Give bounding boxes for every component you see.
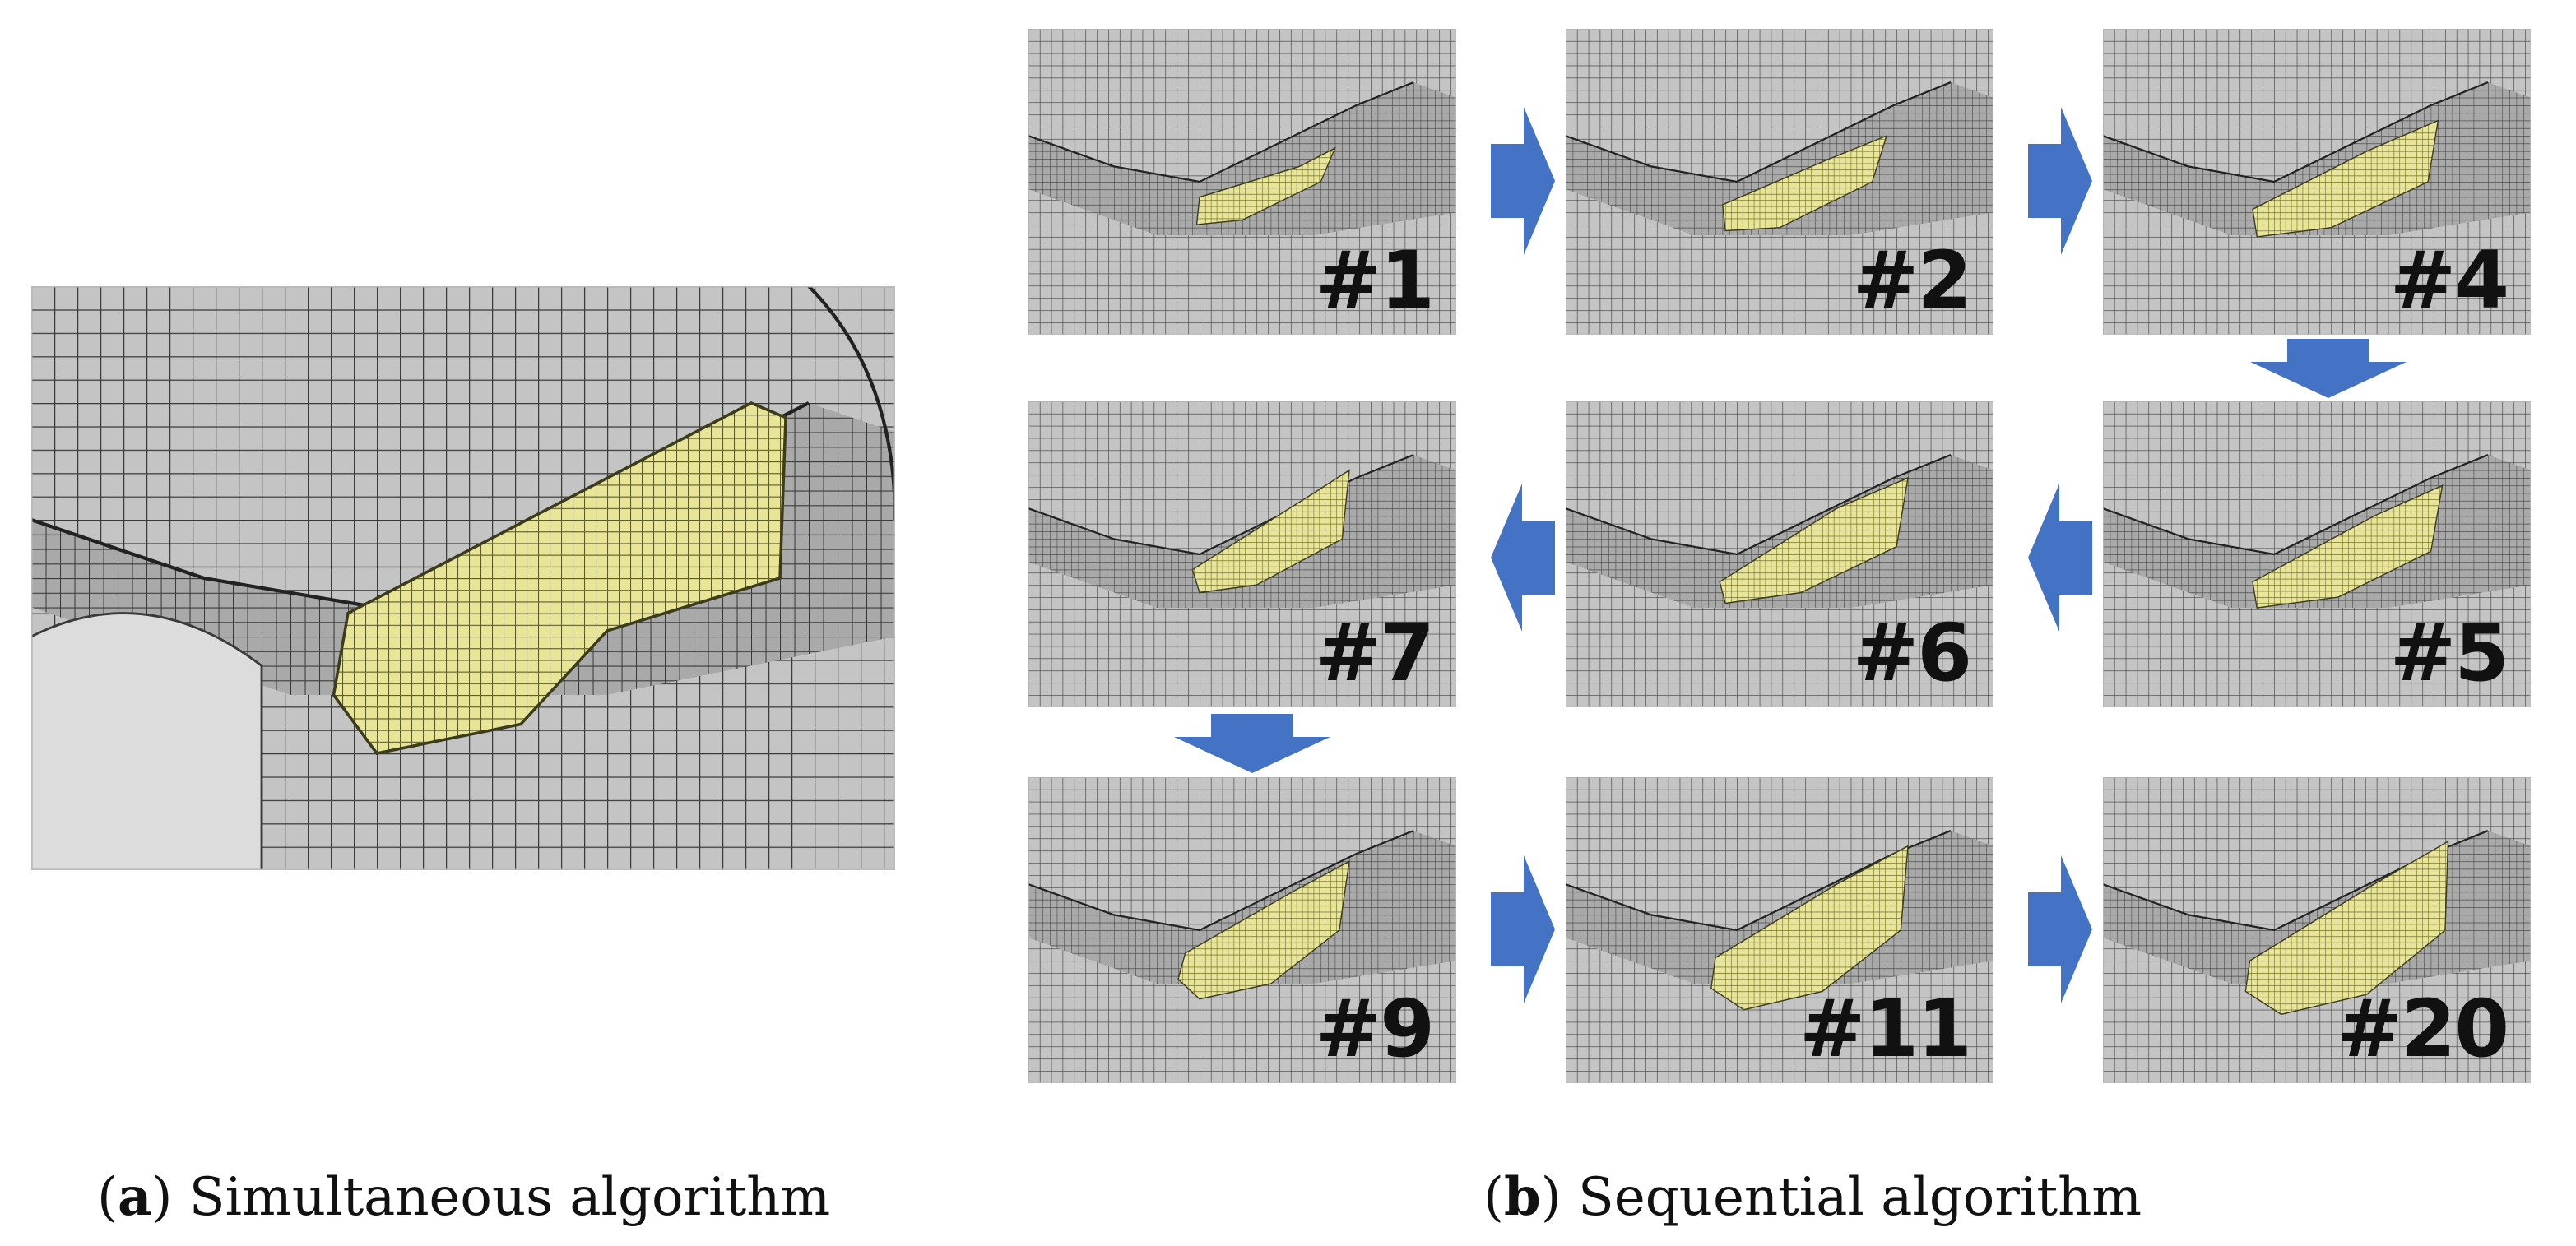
- step-label: #7: [1315, 607, 1435, 699]
- arrow-right-icon: [1491, 107, 1555, 255]
- step-label: #1: [1315, 234, 1435, 327]
- step-label: #11: [1799, 983, 1972, 1075]
- step-tile: #9: [1028, 777, 1456, 1083]
- step-tile: #5: [2103, 401, 2531, 707]
- arrow-down-icon: [2250, 339, 2407, 398]
- step-label: #20: [2336, 983, 2509, 1075]
- panel-a: [31, 286, 895, 870]
- mesh-illustration: [2103, 29, 2531, 335]
- mesh-illustration: [31, 286, 895, 870]
- step-label: #6: [1852, 607, 1972, 699]
- caption-letter: a: [117, 1166, 152, 1228]
- caption-text: Simultaneous algorithm: [188, 1167, 831, 1228]
- arrow-left-icon: [2028, 484, 2092, 632]
- mesh-illustration: [1028, 777, 1456, 1083]
- caption-letter: b: [1503, 1166, 1541, 1228]
- step-label: #5: [2389, 607, 2509, 699]
- mesh-view-simultaneous: [31, 286, 895, 870]
- mesh-illustration: [1028, 401, 1456, 707]
- arrow-right-icon: [2028, 107, 2092, 255]
- arrow-left-icon: [1491, 484, 1555, 632]
- step-tile: #6: [1566, 401, 1993, 707]
- mesh-illustration: [1566, 401, 1993, 707]
- step-label: #9: [1315, 983, 1435, 1075]
- mesh-illustration: [2103, 401, 2531, 707]
- step-label: #4: [2389, 234, 2509, 327]
- mesh-illustration: [1028, 29, 1456, 335]
- mesh-illustration: [1566, 29, 1993, 335]
- panel-b: #1 #2 #4 #: [1028, 29, 2531, 1083]
- caption-text: Sequential algorithm: [1578, 1167, 2142, 1228]
- step-label: #2: [1852, 234, 1972, 327]
- step-tile: #1: [1028, 29, 1456, 335]
- arrow-right-icon: [2028, 855, 2092, 1003]
- caption-a: (a) Simultaneous algorithm: [97, 1166, 831, 1228]
- arrow-right-icon: [1491, 855, 1555, 1003]
- mesh-illustration: [1566, 777, 1993, 1083]
- step-tile: #20: [2103, 777, 2531, 1083]
- arrow-down-icon: [1174, 714, 1330, 773]
- step-tile: #2: [1566, 29, 1993, 335]
- caption-b: (b) Sequential algorithm: [1483, 1166, 2142, 1228]
- mesh-illustration: [2103, 777, 2531, 1083]
- step-tile: #7: [1028, 401, 1456, 707]
- step-tile: #4: [2103, 29, 2531, 335]
- step-tile: #11: [1566, 777, 1993, 1083]
